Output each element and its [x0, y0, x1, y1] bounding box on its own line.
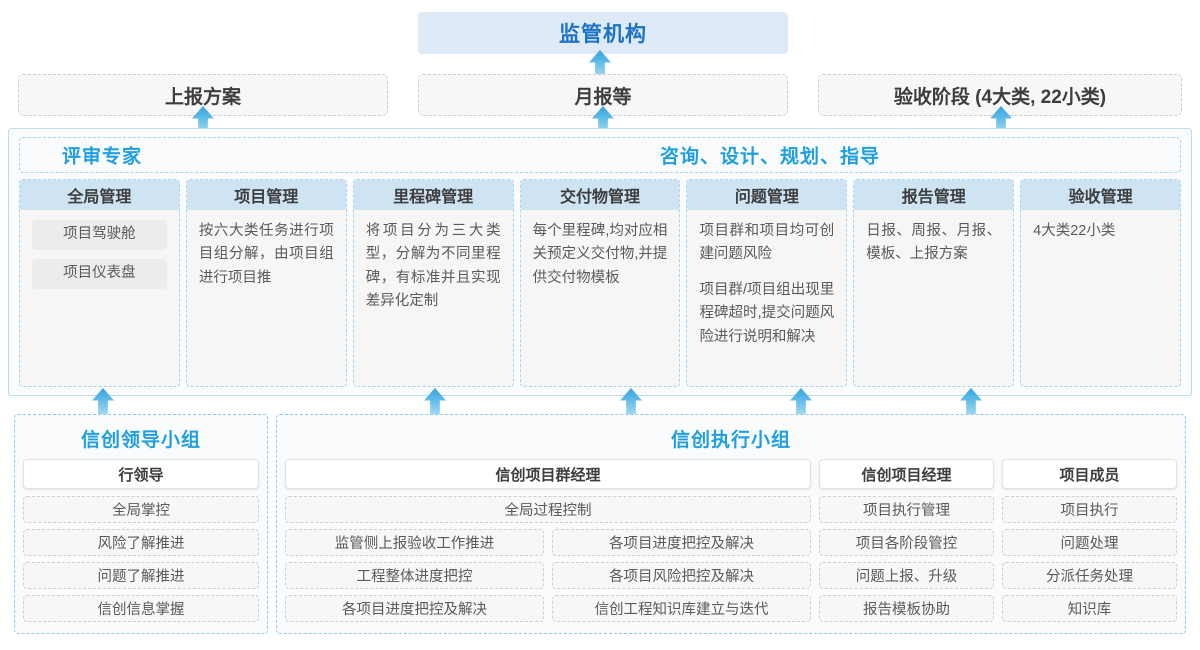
- subcol-bank-leader: 行领导 全局掌控 风险了解推进 问题了解推进 信创信息掌握: [23, 459, 259, 625]
- column-global-management[interactable]: 全局管理 项目驾驶舱 项目仪表盘: [19, 179, 180, 387]
- list-item[interactable]: 分派任务处理: [1002, 562, 1177, 589]
- subcol-head[interactable]: 行领导: [23, 459, 259, 489]
- subcol-head[interactable]: 项目成员: [1002, 459, 1177, 489]
- column-body: 4大类22小类: [1021, 210, 1180, 386]
- column-title: 项目管理: [186, 180, 346, 210]
- column-paragraph: 按六大类任务进行项目组分解，由项目组进行项目推: [198, 223, 334, 286]
- execution-columns: 信创项目群经理 全局过程控制 监管侧上报验收工作推进 各项目进度把控及解决 工程…: [285, 459, 1177, 625]
- item-pair: 监管侧上报验收工作推进 各项目进度把控及解决: [285, 529, 811, 556]
- regulator-label: 监管机构: [559, 23, 647, 46]
- list-item[interactable]: 监管侧上报验收工作推进: [285, 529, 544, 556]
- column-milestone-management[interactable]: 里程碑管理 将项目分为三大类型，分解为不同里程碑，有标准并且实现差异化定制: [352, 179, 514, 387]
- column-title: 报告管理: [854, 180, 1014, 210]
- column-paragraph: 将项目分为三大类型，分解为不同里程碑，有标准并且实现差异化定制: [365, 223, 501, 310]
- column-body: 项目驾驶舱 项目仪表盘: [20, 210, 179, 386]
- column-body: 按六大类任务进行项目组分解，由项目组进行项目推: [187, 210, 346, 386]
- list-item[interactable]: 各项目风险把控及解决: [552, 562, 811, 589]
- list-item[interactable]: 信创工程知识库建立与迭代: [552, 595, 811, 622]
- list-item[interactable]: 项目各阶段管控: [819, 529, 994, 556]
- item-pair: 工程整体进度把控 各项目风险把控及解决: [285, 562, 811, 589]
- capability-columns: 全局管理 项目驾驶舱 项目仪表盘 项目管理 按六大类任务进行项目组分解，由项目组…: [19, 179, 1182, 387]
- pill-item[interactable]: 项目驾驶舱: [32, 220, 167, 250]
- subcol-project-member: 项目成员 项目执行 问题处理 分派任务处理 知识库: [1002, 459, 1177, 625]
- list-item[interactable]: 全局过程控制: [285, 496, 811, 523]
- column-issue-management[interactable]: 问题管理 项目群和项目均可创建问题风险 项目群/项目组出现里程碑超时,提交问题风…: [686, 179, 848, 387]
- column-paragraph: 项目群/项目组出现里程碑超时,提交问题风险进行说明和解决: [699, 281, 835, 345]
- column-body: 每个里程碑,均对应相关预定义交付物,并提供交付物模板: [521, 210, 680, 386]
- list-item[interactable]: 信创信息掌握: [23, 595, 259, 622]
- list-item[interactable]: 报告模板协助: [819, 595, 994, 622]
- column-report-management[interactable]: 报告管理 日报、周报、月报、模板、上报方案: [853, 179, 1015, 387]
- role-label-consulting: 咨询、设计、规划、指导: [660, 146, 881, 168]
- pill-item[interactable]: 项目仪表盘: [32, 259, 167, 289]
- column-title: 验收管理: [1021, 180, 1181, 210]
- list-item[interactable]: 各项目进度把控及解决: [285, 595, 544, 622]
- subcol-program-manager: 信创项目群经理 全局过程控制 监管侧上报验收工作推进 各项目进度把控及解决 工程…: [285, 459, 811, 625]
- role-bar: 评审专家 咨询、设计、规划、指导: [19, 137, 1181, 173]
- list-item[interactable]: 问题了解推进: [23, 562, 259, 589]
- group-title-execution: 信创执行小组: [670, 430, 791, 451]
- column-acceptance-management[interactable]: 验收管理 4大类22小类: [1020, 179, 1182, 387]
- report-box-monthly: 月报等: [418, 74, 788, 116]
- list-item[interactable]: 知识库: [1002, 595, 1177, 622]
- column-title: 交付物管理: [520, 180, 680, 210]
- column-paragraph: 日报、周报、月报、模板、上报方案: [866, 223, 1002, 263]
- list-item[interactable]: 风险了解推进: [23, 529, 259, 556]
- leadership-columns: 行领导 全局掌控 风险了解推进 问题了解推进 信创信息掌握: [23, 459, 259, 625]
- column-project-management[interactable]: 项目管理 按六大类任务进行项目组分解，由项目组进行项目推: [185, 179, 347, 387]
- list-item[interactable]: 全局掌控: [23, 496, 259, 523]
- group-execution: 信创执行小组 信创项目群经理 全局过程控制 监管侧上报验收工作推进 各项目进度把…: [276, 414, 1186, 634]
- list-item[interactable]: 问题处理: [1002, 529, 1177, 556]
- column-paragraph: 4大类22小类: [1033, 223, 1116, 239]
- item-pair: 各项目进度把控及解决 信创工程知识库建立与迭代: [285, 595, 811, 622]
- column-body: 将项目分为三大类型，分解为不同里程碑，有标准并且实现差异化定制: [354, 210, 513, 386]
- column-title: 问题管理: [687, 180, 847, 210]
- group-title-leadership: 信创领导小组: [80, 430, 201, 451]
- subcol-head[interactable]: 信创项目经理: [819, 459, 994, 489]
- report-label-acceptance: 验收阶段 (4大类, 22小类): [893, 86, 1107, 108]
- list-item[interactable]: 各项目进度把控及解决: [552, 529, 811, 556]
- column-title: 里程碑管理: [353, 180, 513, 210]
- list-item[interactable]: 项目执行管理: [819, 496, 994, 523]
- role-label-review-expert: 评审专家: [62, 146, 143, 168]
- list-item[interactable]: 问题上报、升级: [819, 562, 994, 589]
- list-item[interactable]: 工程整体进度把控: [285, 562, 544, 589]
- column-deliverable-management[interactable]: 交付物管理 每个里程碑,均对应相关预定义交付物,并提供交付物模板: [519, 179, 681, 387]
- column-body: 项目群和项目均可创建问题风险 项目群/项目组出现里程碑超时,提交问题风险进行说明…: [687, 210, 846, 386]
- column-paragraph: 项目群和项目均可创建问题风险: [699, 223, 835, 263]
- group-leadership: 信创领导小组 行领导 全局掌控 风险了解推进 问题了解推进 信创信息掌握: [14, 414, 268, 634]
- report-label-plan: 上报方案: [164, 86, 241, 108]
- column-paragraph: 每个里程碑,均对应相关预定义交付物,并提供交付物模板: [532, 223, 668, 286]
- column-title: 全局管理: [20, 180, 179, 210]
- list-item[interactable]: 项目执行: [1002, 496, 1177, 523]
- subcol-project-manager: 信创项目经理 项目执行管理 项目各阶段管控 问题上报、升级 报告模板协助: [819, 459, 994, 625]
- regulator-box: 监管机构: [418, 12, 788, 54]
- subcol-head[interactable]: 信创项目群经理: [285, 459, 811, 489]
- column-body: 日报、周报、月报、模板、上报方案: [854, 210, 1013, 386]
- middle-panel: 评审专家 咨询、设计、规划、指导 全局管理 项目驾驶舱 项目仪表盘 项目管理 按…: [8, 128, 1192, 396]
- report-label-monthly: 月报等: [574, 86, 632, 108]
- bottom-section: 信创领导小组 行领导 全局掌控 风险了解推进 问题了解推进 信创信息掌握 信创执…: [0, 414, 1200, 638]
